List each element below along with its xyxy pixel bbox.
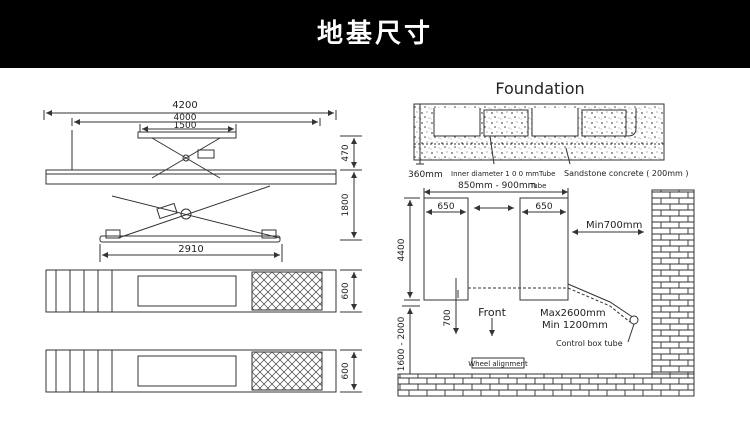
dim-600-plan2: 600 xyxy=(341,362,351,379)
dim-4400: 4400 xyxy=(397,238,407,261)
label-360mm: 360mm xyxy=(408,170,443,180)
min-label: Min 1200mm xyxy=(542,320,608,331)
dim-1800: 1800 xyxy=(341,193,351,216)
dim-2910: 2910 xyxy=(178,244,203,255)
side-view xyxy=(43,110,362,262)
foundation-title: Foundation xyxy=(495,79,584,98)
dim-850-900-unit: Tube xyxy=(529,182,546,190)
min-700-label: Min700mm xyxy=(586,220,642,231)
title-bar: 地基尺寸 xyxy=(0,0,750,68)
plan-view-1 xyxy=(45,269,362,313)
max-label: Max2600mm xyxy=(540,308,606,319)
dim-850-900: 850mm - 900mm xyxy=(458,181,536,191)
dim-470: 470 xyxy=(341,144,351,161)
label-tube: Inner diameter 1 0 0 mmTube xyxy=(451,170,555,178)
dim-650-right: 650 xyxy=(535,202,552,212)
control-box-label: Control box tube xyxy=(556,339,623,348)
dim-4200: 4200 xyxy=(172,100,197,111)
label-concrete: Sandstone concrete ( 200mm ) xyxy=(564,169,688,178)
brick-wall xyxy=(397,189,695,397)
dim-700: 700 xyxy=(443,309,453,326)
layout-plan xyxy=(402,188,644,382)
dim-4000: 4000 xyxy=(174,113,197,123)
dim-650-left: 650 xyxy=(437,202,454,212)
wheel-alignment-label: Wheel alignment xyxy=(468,360,528,368)
dim-600-plan1: 600 xyxy=(341,282,351,299)
front-label: Front xyxy=(478,306,507,319)
dim-1600-2000: 1600 - 2000 xyxy=(397,316,407,371)
foundation-section xyxy=(413,103,665,165)
page-title: 地基尺寸 xyxy=(316,19,433,49)
plan-view-2 xyxy=(45,349,362,393)
dim-1500: 1500 xyxy=(174,121,197,131)
